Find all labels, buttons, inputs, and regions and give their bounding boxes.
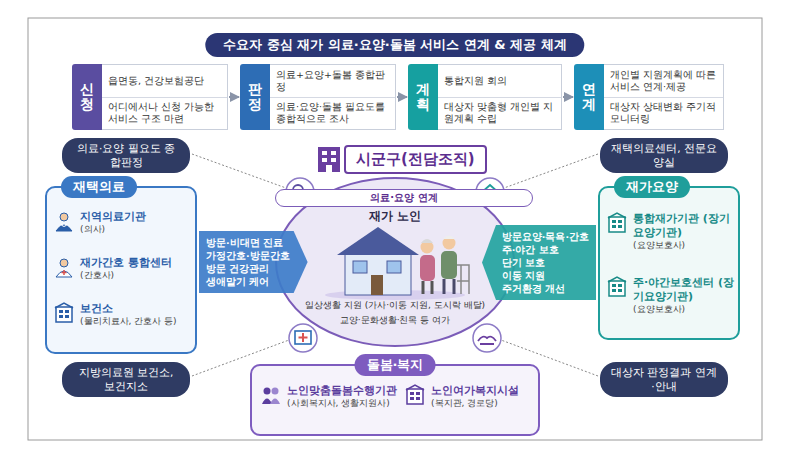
step-label: 판정 — [248, 82, 262, 113]
item-icon — [260, 384, 282, 406]
provider-item: 노인맞춤돌봄수행기관(사회복지사, 생활지원사) — [260, 384, 400, 409]
process-step: 판정 의료+요양+돌봄 종합판정의료·요양·돌봄 필요도를 종합적으로 조사 — [240, 64, 396, 130]
process-step: 계획 통합지원 회의대상자 맞춤형 개인별 지원계획 수립 — [408, 64, 562, 130]
step-detail: 개인별 지원계획에 따른 서비스 연계·제공 — [604, 65, 723, 97]
provider-staff: (물리치료사, 간호사 등) — [80, 316, 193, 328]
link-badge: 의료·요양 연계 — [275, 189, 533, 207]
service-line: 주·야간 보호 — [502, 243, 589, 256]
provider-name: 재가간호 통합센터 — [80, 256, 193, 270]
service-line: 방문·비대면 진료 — [206, 236, 290, 249]
provider-name: 지역의료기관 — [80, 210, 193, 224]
service-panel: 재가요양통합재가기관 (장기요양기관)(요양보호사)주·야간보호센터 (장기요양… — [598, 186, 740, 340]
step-label: 연계 — [582, 82, 596, 113]
provider-name: 노인여가복지시설 — [431, 384, 534, 398]
provider-item: 통합재가기관 (장기요양기관)(요양보호사) — [606, 212, 736, 251]
callout-text: 대상자 판정결과 연계·안내 — [610, 366, 718, 393]
step-detail: 의료+요양+돌봄 종합판정 — [270, 65, 395, 97]
callout-pill: 의료·요양 필요도 종합판정 — [62, 138, 190, 173]
service-line: 가정간호·방문간호 — [206, 249, 290, 262]
callout-text: 의료·요양 필요도 종합판정 — [72, 142, 180, 169]
panel-header: 재가요양 — [614, 176, 690, 198]
item-icon — [53, 302, 75, 324]
item-icon — [404, 384, 426, 406]
item-icon — [606, 276, 628, 298]
building-icon — [318, 147, 340, 172]
service-line: 주거환경 개선 — [502, 282, 589, 295]
callout-pill: 대상자 판정결과 연계·안내 — [600, 362, 728, 397]
service-line: 방문 건강관리 — [206, 262, 290, 275]
provider-item: 보건소(물리치료사, 간호사 등) — [53, 302, 193, 327]
provider-staff: (복지관, 경로당) — [431, 398, 534, 410]
callout-text: 재택의료센터, 전문요양실 — [610, 142, 718, 169]
item-icon — [53, 256, 75, 278]
provider-name: 보건소 — [80, 302, 193, 316]
frame — [28, 18, 762, 440]
provider-item: 주·야간보호센터 (장기요양기관)(요양보호사) — [606, 276, 736, 315]
provider-staff: (요양보호사) — [633, 304, 736, 316]
panel-header: 돌봄·복지 — [355, 354, 436, 376]
service-line: 단기 보호 — [502, 256, 589, 269]
step-detail: 통합지원 회의 — [438, 65, 561, 97]
care-line: 교양·문화생활·친목 등 여가 — [275, 314, 515, 327]
provider-item: 재가간호 통합센터(간호사) — [53, 256, 193, 281]
provider-staff: (요양보호사) — [633, 240, 736, 252]
service-line: 이동 지원 — [502, 269, 589, 282]
step-detail: 대상자 상태변화 주기적 모니터링 — [604, 97, 723, 130]
step-detail: 대상자 맞춤형 개인별 지원계획 수립 — [438, 97, 561, 130]
flow-arrow — [229, 96, 239, 98]
service-panel: 재택의료지역의료기관(의사)재가간호 통합센터(간호사)보건소(물리치료사, 간… — [45, 186, 197, 354]
care-line: 일상생활 지원 (가사·이동 지원, 도시락 배달) — [275, 299, 515, 312]
provider-staff: (의사) — [80, 224, 193, 236]
provider-name: 통합재가기관 (장기요양기관) — [633, 212, 736, 240]
provider-name: 주·야간보호센터 (장기요양기관) — [633, 276, 736, 304]
provider-staff: (사회복지사, 생활지원사) — [287, 398, 400, 410]
center-title: 재가 노인 — [275, 208, 515, 225]
flow-arrow — [563, 96, 573, 98]
service-line: 방문요양·목욕·간호 — [502, 230, 589, 243]
flow-arrow — [397, 96, 407, 98]
panel-header: 재택의료 — [61, 176, 137, 198]
step-detail: 의료·요양·돌봄 필요도를 종합적으로 조사 — [270, 97, 395, 130]
callout-pill: 재택의료센터, 전문요양실 — [600, 138, 728, 173]
process-step: 연계 개인별 지원계획에 따른 서비스 연계·제공대상자 상태변화 주기적 모니터… — [574, 64, 724, 130]
leader-lines — [192, 154, 598, 376]
step-label: 신청 — [80, 82, 94, 113]
item-icon — [53, 210, 75, 232]
provider-name: 노인맞춤돌봄수행기관 — [287, 384, 400, 398]
process-step: 신청 읍면동, 건강보험공단어디에서나 신청 가능한 서비스 구조 마련 — [72, 64, 228, 130]
service-panel: 돌봄·복지노인맞춤돌봄수행기관(사회복지사, 생활지원사)노인여가복지시설(복지… — [250, 364, 540, 436]
office-box: 시군구(전담조직) — [344, 145, 487, 174]
office-title: 시군구(전담조직) — [356, 150, 475, 169]
service-arrow-band: 방문요양·목욕·간호주·야간 보호단기 보호이동 지원주거환경 개선 — [482, 225, 596, 300]
step-label: 계획 — [416, 82, 430, 113]
callout-text: 지방의료원 보건소, 보건지소 — [72, 366, 180, 393]
service-arrow-band: 방문·비대면 진료가정간호·방문간호방문 건강관리생애말기 케어 — [199, 231, 308, 293]
provider-staff: (간호사) — [80, 270, 193, 282]
service-line: 생애말기 케어 — [206, 275, 290, 288]
center-ellipse: 의료·요양 연계재가 노인일상생활 지원 (가사·이동 지원, 도시락 배달)교… — [275, 177, 515, 347]
step-detail: 어디에서나 신청 가능한 서비스 구조 마련 — [102, 97, 227, 130]
title-banner: 수요자 중심 재가 의료·요양·돌봄 서비스 연계 & 제공 체계 — [205, 33, 584, 57]
provider-item: 노인여가복지시설(복지관, 경로당) — [404, 384, 534, 409]
callout-pill: 지방의료원 보건소, 보건지소 — [62, 362, 190, 397]
step-detail: 읍면동, 건강보험공단 — [102, 65, 227, 97]
item-icon — [606, 212, 628, 234]
provider-item: 지역의료기관(의사) — [53, 210, 193, 235]
house-illustration — [325, 227, 469, 300]
